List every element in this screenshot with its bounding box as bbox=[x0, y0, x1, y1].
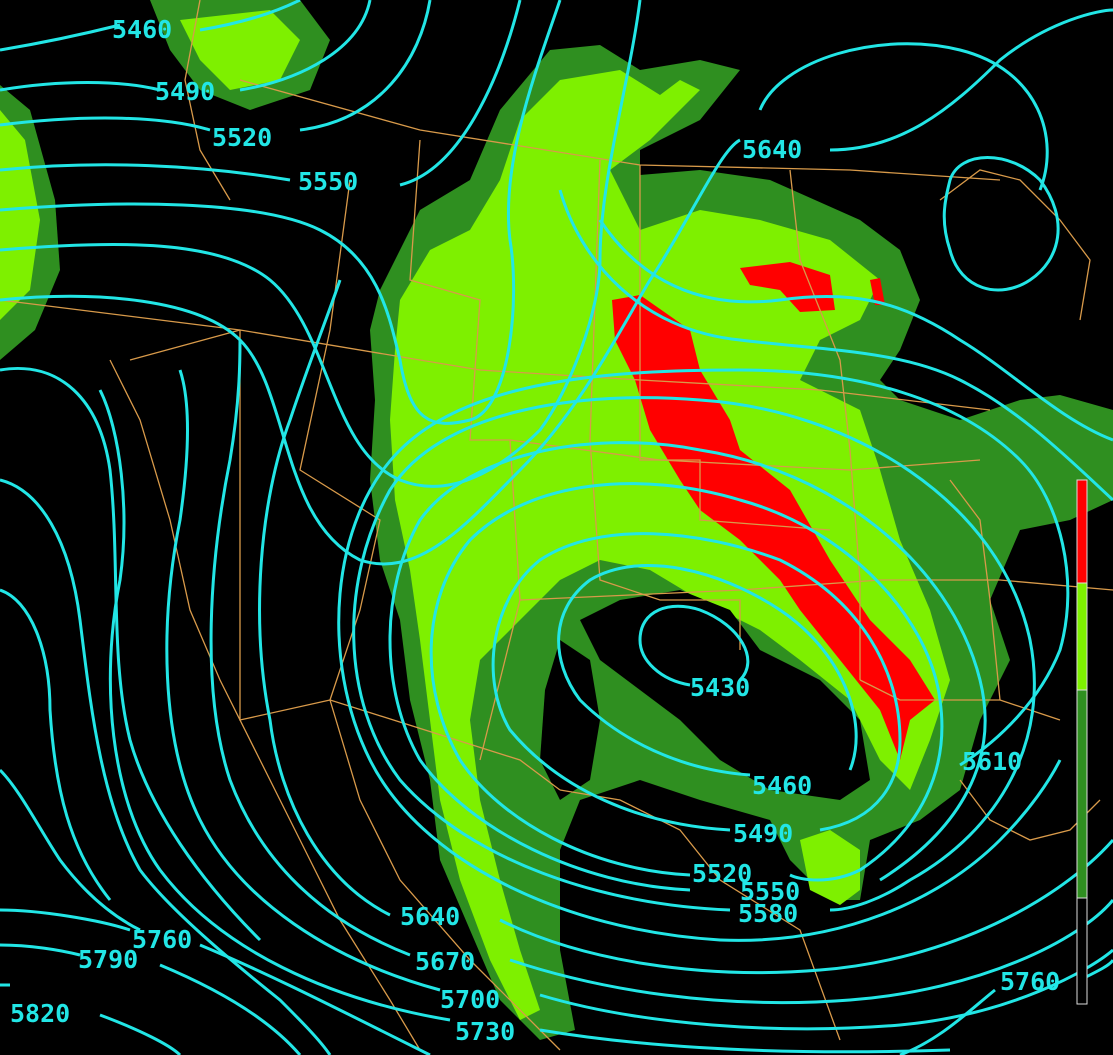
contour-5550-nw bbox=[0, 0, 522, 187]
border-line bbox=[299, 179, 561, 791]
scale-segment-red bbox=[1076, 479, 1088, 584]
border-line bbox=[509, 439, 981, 471]
contour-label: 5670 bbox=[415, 947, 475, 976]
contour-5580 bbox=[352, 396, 1036, 912]
contour-label: 5640 bbox=[742, 135, 802, 164]
border-line bbox=[329, 699, 561, 1051]
scale-segment-bright-green bbox=[1076, 582, 1088, 691]
contour-5550 bbox=[388, 441, 987, 892]
contour-label: 5730 bbox=[455, 1017, 515, 1046]
contour-labels: 5460 5490 5520 5550 5640 5430 5460 5490 … bbox=[10, 15, 1060, 1046]
contour-5460-nw bbox=[0, 0, 301, 52]
contour-5520 bbox=[429, 482, 944, 882]
color-scale-bar bbox=[1076, 479, 1088, 1005]
contour-5430 bbox=[638, 604, 750, 687]
contour-west-2 bbox=[0, 588, 112, 901]
contour-5520-nw bbox=[0, 0, 432, 132]
contour-5640 bbox=[258, 279, 1113, 975]
contour-5640-ring bbox=[942, 156, 1060, 292]
border-line bbox=[859, 679, 1061, 721]
contour-label: 5580 bbox=[738, 899, 798, 928]
border-line bbox=[559, 789, 841, 1041]
contour-5760-west bbox=[0, 908, 431, 1055]
contour-5490-nw bbox=[0, 0, 372, 92]
contour-upper-arc bbox=[558, 189, 1113, 502]
contour-west-4 bbox=[0, 367, 262, 942]
contour-label: 5520 bbox=[212, 123, 272, 152]
contour-west-3 bbox=[0, 768, 141, 932]
contour-label: 5490 bbox=[733, 819, 793, 848]
contour-label: 5520 bbox=[692, 859, 752, 888]
precip-red-small bbox=[870, 278, 885, 305]
contour-north-arc bbox=[598, 219, 1113, 442]
contour-label: 5760 bbox=[132, 925, 192, 954]
border-line bbox=[109, 359, 421, 1051]
precip-green-south-blob bbox=[800, 830, 860, 905]
contour-5670 bbox=[209, 339, 1113, 1005]
border-line bbox=[789, 169, 861, 680]
precip-bright-green-ne bbox=[180, 10, 300, 90]
contour-5730 bbox=[98, 389, 951, 1054]
contour-5820 bbox=[0, 983, 182, 1055]
border-line bbox=[639, 165, 831, 531]
contour-label: 5760 bbox=[1000, 967, 1060, 996]
contour-label: 5820 bbox=[10, 999, 70, 1028]
precip-gap-low-center bbox=[580, 590, 870, 800]
border-line bbox=[129, 329, 241, 361]
scale-segment-dark-green bbox=[1076, 689, 1088, 899]
contour-5610 bbox=[337, 368, 1070, 942]
border-line bbox=[519, 579, 1113, 601]
contour-5490 bbox=[491, 532, 902, 832]
contour-label: 5610 bbox=[962, 747, 1022, 776]
contour-label: 5700 bbox=[440, 985, 500, 1014]
contour-label: 5490 bbox=[155, 77, 215, 106]
contour-5700 bbox=[165, 369, 1113, 1031]
contour-5640-loop bbox=[758, 42, 1049, 191]
contour-label: 5790 bbox=[78, 945, 138, 974]
contour-label: 5460 bbox=[752, 771, 812, 800]
contour-5580-nw bbox=[0, 0, 562, 425]
precip-bright-green-west bbox=[0, 110, 40, 320]
scale-segment-empty bbox=[1076, 897, 1088, 1005]
precip-gap-south bbox=[540, 640, 600, 800]
contour-label: 5550 bbox=[740, 877, 800, 906]
contour-label: 5430 bbox=[690, 673, 750, 702]
precip-red-north bbox=[740, 262, 835, 312]
contour-label: 5460 bbox=[112, 15, 172, 44]
precip-red-band bbox=[612, 295, 935, 760]
contour-5790 bbox=[0, 943, 302, 1055]
contour-west-1 bbox=[0, 478, 332, 1055]
contour-label: 5640 bbox=[400, 902, 460, 931]
border-line bbox=[939, 169, 1091, 321]
contour-label: 5550 bbox=[298, 167, 358, 196]
border-line bbox=[589, 159, 741, 650]
contour-5460 bbox=[557, 564, 858, 777]
border-line bbox=[184, 0, 231, 201]
border-line bbox=[949, 479, 1001, 701]
border-line bbox=[0, 299, 991, 411]
